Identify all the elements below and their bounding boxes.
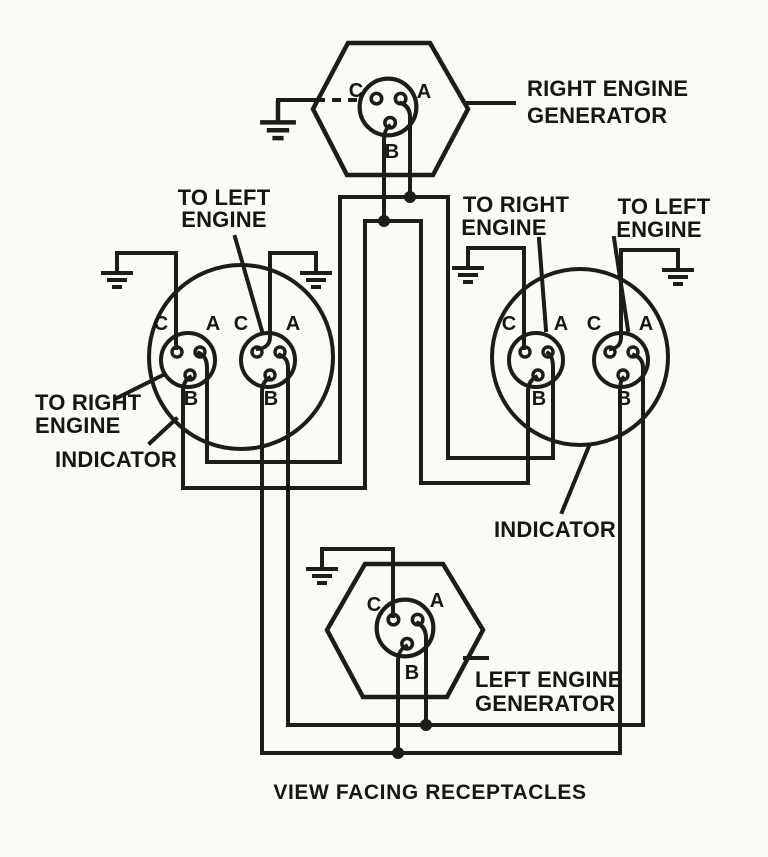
left-engine-generator-label-line2: GENERATOR (475, 691, 615, 716)
wire-bus-a-bottom (277, 352, 645, 727)
ground-symbol (450, 246, 486, 284)
to-right-engine-label-top-mid-line1: TO RIGHT (463, 192, 570, 217)
to-right-engine-label-left-side-line1: TO RIGHT (35, 390, 142, 415)
right-engine-generator-label-line2: GENERATOR (527, 103, 667, 128)
ground-symbol (298, 251, 334, 289)
to-left-engine-label-top-left-line2: ENGINE (181, 207, 267, 232)
leader-to-left-engine-top-right (611, 235, 631, 333)
wire-rind-lrec-ground (466, 246, 526, 350)
callout-labels: TO LEFT ENGINE TO RIGHT ENGINE TO LEFT E… (35, 185, 711, 804)
leader-to-right-engine-left-side (114, 372, 166, 401)
pin-label-c: C (587, 313, 601, 335)
to-right-engine-label-top-mid-line2: ENGINE (461, 215, 547, 240)
leader-to-right-engine-top-mid (536, 236, 549, 333)
right-engine-generator-label-line1: RIGHT ENGINE (527, 76, 688, 101)
ground-symbol (99, 251, 135, 289)
pin-label-a: A (206, 313, 220, 335)
to-left-engine-label-top-left-line1: TO LEFT (178, 185, 271, 210)
indicator-receptacle-right-engine (507, 331, 565, 389)
to-left-engine-label-top-right-line1: TO LEFT (618, 194, 711, 219)
leader-to-left-engine-top-left (232, 234, 265, 334)
right-indicator: C A B C A B (490, 267, 670, 447)
pin-label-a: A (639, 313, 653, 335)
junction-dot (404, 191, 416, 203)
hexagon-shell (310, 40, 471, 178)
pin-label-c: C (234, 313, 248, 335)
left-engine-generator-label-line1: LEFT ENGINE (475, 667, 623, 692)
ground-symbol (304, 547, 340, 585)
pin-label-a: A (417, 81, 431, 103)
left-indicator: C A B C A B (147, 263, 335, 451)
ground-symbol (660, 248, 696, 286)
pin-label-c: C (154, 313, 168, 335)
ground-connections (99, 100, 696, 618)
pin-label-b: B (617, 388, 631, 410)
wire-bus-b-top (181, 219, 539, 490)
pin-label-b: B (532, 388, 546, 410)
indicator-body (490, 267, 670, 447)
pin-label-c: C (367, 594, 381, 616)
junction-dot (378, 215, 390, 227)
indicator-label-left: INDICATOR (55, 447, 177, 472)
pin-label-c: C (502, 313, 516, 335)
leader-indicator-right (559, 443, 592, 515)
callout-leaders (114, 234, 631, 515)
right-engine-generator-connector: C A B RIGHT ENGINE GENERATOR (310, 40, 688, 178)
pin-label-a: A (430, 590, 444, 612)
pin-label-b: B (385, 141, 399, 163)
caption-view-facing-receptacles: VIEW FACING RECEPTACLES (273, 781, 586, 804)
junction-dot (392, 747, 404, 759)
ground-symbol (260, 100, 296, 138)
pin-label-a: A (286, 313, 300, 335)
hexagon-shell (324, 561, 486, 700)
wire-top-gen-pin-a (398, 100, 412, 199)
to-right-engine-label-left-side-line2: ENGINE (35, 413, 121, 438)
pin-label-c: C (349, 80, 363, 102)
pin-label-b: B (264, 388, 278, 410)
junction-dot (420, 719, 432, 731)
left-engine-generator-connector: C A B LEFT ENGINE GENERATOR (324, 561, 623, 716)
wire-lind-lrec-ground (115, 251, 178, 350)
pin-label-b: B (405, 662, 419, 684)
pin-label-a: A (554, 313, 568, 335)
to-left-engine-label-top-right-line2: ENGINE (616, 217, 702, 242)
pin-label-b: B (184, 388, 198, 410)
leader-indicator-left (147, 416, 179, 446)
wire-bottom-gen-ground (320, 547, 395, 618)
indicator-label-right: INDICATOR (494, 517, 616, 542)
